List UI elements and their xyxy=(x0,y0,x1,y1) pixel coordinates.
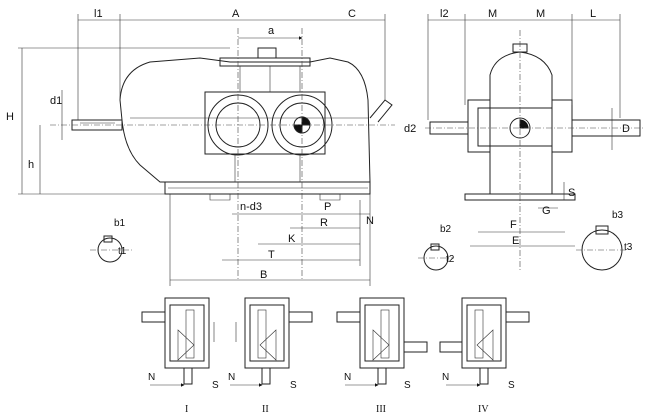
type-4-n: N xyxy=(442,372,449,383)
dim-t2: t2 xyxy=(446,254,455,265)
dim-d1: d1 xyxy=(50,95,62,107)
dim-h: h xyxy=(28,159,34,171)
dim-R: R xyxy=(320,217,328,229)
dim-G: G xyxy=(542,205,551,217)
dim-M-right: M xyxy=(536,8,545,20)
dim-t3: t3 xyxy=(624,242,633,253)
type-2-numeral: II xyxy=(262,404,269,415)
dim-B: B xyxy=(260,269,267,281)
dim-S: S xyxy=(568,187,575,199)
front-view xyxy=(18,14,395,286)
dim-b1: b1 xyxy=(114,218,126,229)
assembly-type-3 xyxy=(336,297,428,387)
type-2-s: S xyxy=(290,380,297,391)
dim-A: A xyxy=(232,8,240,20)
dim-N: N xyxy=(366,215,374,227)
dim-d2: d2 xyxy=(404,123,416,135)
shaft-section-side-left xyxy=(418,243,454,271)
dim-M-left: M xyxy=(488,8,497,20)
type-1-numeral: I xyxy=(185,404,188,415)
type-1-s: S xyxy=(212,380,219,391)
dim-D: D xyxy=(622,123,630,135)
dim-F: F xyxy=(510,219,517,231)
dim-a: a xyxy=(268,25,275,37)
type-1-n: N xyxy=(148,372,155,383)
dim-H: H xyxy=(6,111,14,123)
assembly-type-2 xyxy=(230,297,313,387)
dim-T: T xyxy=(268,249,275,261)
dim-l2: l2 xyxy=(440,8,449,20)
type-2-n: N xyxy=(228,372,235,383)
type-3-numeral: III xyxy=(376,404,386,415)
dim-b3: b3 xyxy=(612,210,624,221)
type-3-n: N xyxy=(344,372,351,383)
dim-t1: t1 xyxy=(118,246,127,257)
assembly-type-4 xyxy=(439,297,530,387)
type-4-s: S xyxy=(508,380,515,391)
shaft-section-side-right xyxy=(576,225,628,271)
side-view xyxy=(425,14,645,270)
dim-l1: l1 xyxy=(94,8,103,20)
type-4-numeral: IV xyxy=(478,404,489,415)
type-3-s: S xyxy=(404,380,411,391)
dim-C: C xyxy=(348,8,356,20)
assembly-type-1 xyxy=(141,297,215,387)
dim-L: L xyxy=(590,8,596,20)
dim-n-d3: n-d3 xyxy=(240,201,262,213)
dim-b2: b2 xyxy=(440,224,452,235)
shaft-section-left xyxy=(90,235,132,263)
dim-E: E xyxy=(512,235,519,247)
dim-P: P xyxy=(324,201,331,213)
dim-K: K xyxy=(288,233,296,245)
